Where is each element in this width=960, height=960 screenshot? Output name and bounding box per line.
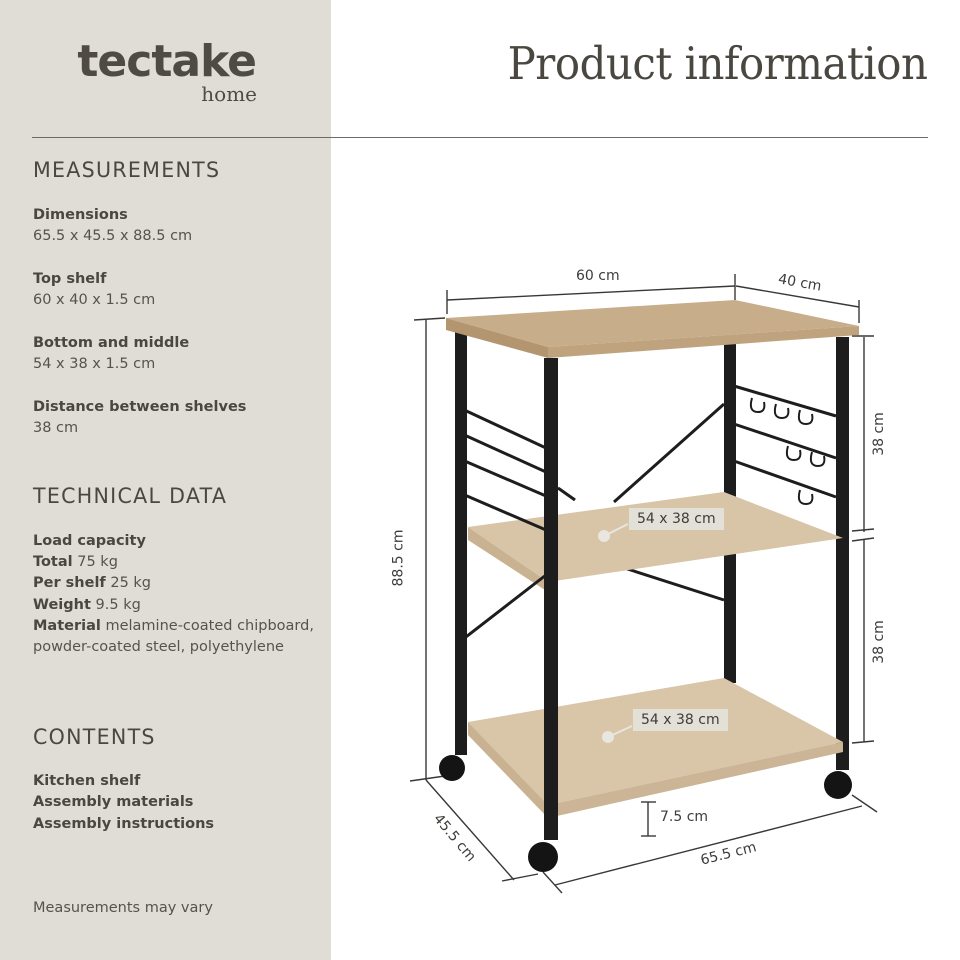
spec-label: Bottom and middle [33, 335, 190, 351]
spec-label: Top shelf [33, 271, 107, 287]
ground-clearance-label: 7.5 cm [660, 809, 709, 825]
spec-value: 54 x 38 x 1.5 cm [33, 356, 156, 372]
contents-item: Assembly instructions [33, 815, 215, 832]
bottom-shelf-label: 54 x 38 cm [633, 709, 728, 731]
lower-gap-label: 38 cm [870, 620, 887, 664]
middle-shelf-label: 54 x 38 cm [629, 508, 724, 530]
product-diagram: 60 cm 40 cm 88.5 cm 38 cm 38 cm 54 x 38 … [380, 250, 900, 910]
load-capacity-label: Load capacity [33, 533, 146, 549]
spec-value: 60 x 40 x 1.5 cm [33, 292, 156, 308]
footnote: Measurements may vary [33, 900, 213, 916]
measurements-heading: MEASUREMENTS [33, 158, 221, 182]
tech-row-per-shelf: Per shelf 25 kg [33, 575, 152, 592]
spec-bottom-middle: Bottom and middle 54 x 38 x 1.5 cm [33, 333, 189, 375]
tech-row-total: Total 75 kg [33, 554, 118, 571]
spec-dimensions: Dimensions 65.5 x 45.5 x 88.5 cm [33, 205, 192, 247]
spec-value: 38 cm [33, 420, 79, 436]
top-width-label: 60 cm [576, 268, 620, 284]
technical-data-list: Load capacity Total 75 kg Per shelf 25 k… [33, 531, 323, 658]
technical-heading: TECHNICAL DATA [33, 484, 228, 508]
dimension-lines [409, 274, 878, 894]
total-height-label: 88.5 cm [390, 529, 407, 587]
spec-shelf-distance: Distance between shelves 38 cm [33, 397, 246, 439]
header-divider [32, 137, 928, 138]
kitchen-shelf-illustration [409, 274, 878, 894]
contents-item: Assembly materials [33, 794, 194, 811]
spec-label: Distance between shelves [33, 399, 247, 415]
brand-logo: tectake home [74, 36, 260, 106]
tech-row-weight: Weight 9.5 kg [33, 596, 141, 613]
page-title: Product information [507, 37, 927, 90]
contents-heading: CONTENTS [33, 725, 156, 749]
brand-name: tectake [77, 36, 257, 87]
upper-gap-label: 38 cm [870, 412, 887, 456]
tech-row-material: Material melamine-coated chipboard, powd… [33, 617, 314, 656]
spec-value: 65.5 x 45.5 x 88.5 cm [33, 228, 193, 244]
spec-label: Dimensions [33, 207, 128, 223]
contents-item: Kitchen shelf [33, 773, 141, 789]
contents-list: Kitchen shelf Assembly materials Assembl… [33, 771, 214, 835]
sidebar-panel: tectake home MEASUREMENTS Dimensions 65.… [0, 0, 331, 960]
brand-sub: home [201, 82, 257, 106]
spec-top-shelf: Top shelf 60 x 40 x 1.5 cm [33, 269, 155, 311]
